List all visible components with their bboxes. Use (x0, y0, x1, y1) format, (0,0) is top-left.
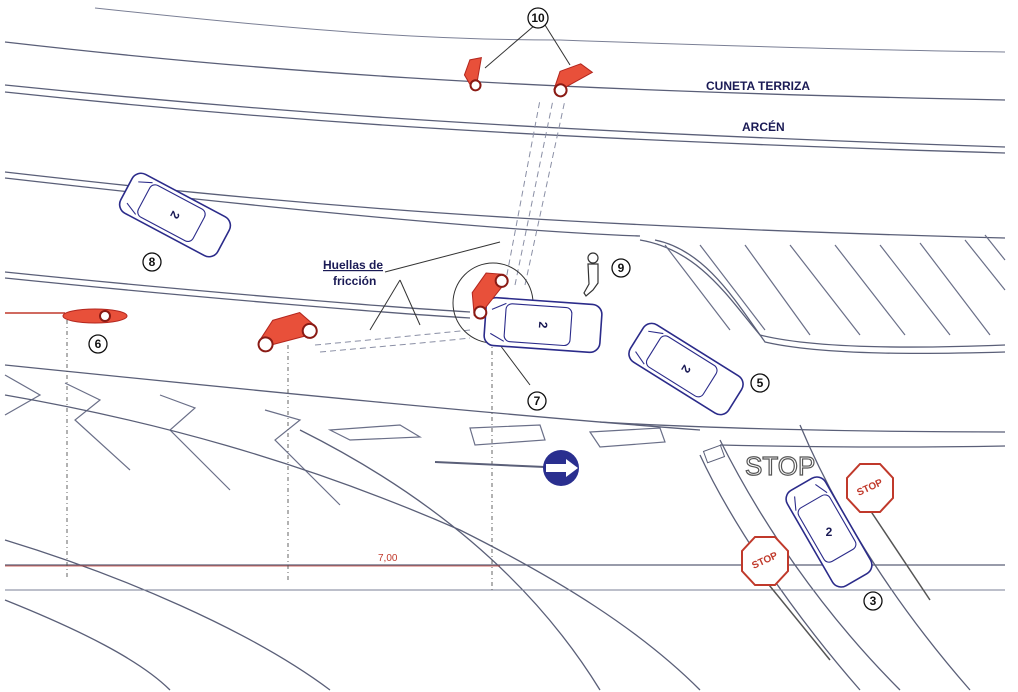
friction-marks-5 (524, 99, 566, 286)
marker-3-label: 3 (870, 594, 877, 608)
chevron-markings (4, 374, 666, 506)
motorcycle-final-1 (463, 57, 482, 92)
marker-6-label: 6 (95, 337, 102, 351)
friction-pointer-2 (369, 279, 401, 331)
zebra-hatching (664, 234, 1006, 336)
direction-sign-line (434, 461, 546, 468)
center-line-1 (4, 271, 471, 313)
arcen-edge-lower (4, 91, 1006, 154)
marker-5-label: 5 (757, 376, 764, 390)
marker-8-label: 8 (149, 255, 156, 269)
lower-road-1 (4, 394, 701, 691)
lower-road-4 (299, 429, 601, 691)
stop-sign-right: STOP (846, 463, 931, 601)
road-edge-south (4, 364, 701, 431)
car-3-number: 2 (826, 525, 833, 539)
friction-label-line-2: fricción (333, 274, 376, 288)
marker-10-pointer-1 (484, 24, 536, 69)
friction-marks-3 (504, 99, 541, 286)
motorcycle-impact (471, 272, 509, 320)
cuneta-edge (4, 41, 1006, 101)
marker-9-label: 9 (618, 261, 625, 275)
lower-road-3 (4, 599, 171, 691)
car-7-number: 2 (536, 321, 550, 329)
friction-marks-2 (319, 337, 471, 353)
cuneta-terriza-label: CUNETA TERRIZA (706, 79, 810, 93)
friction-marks-1 (314, 329, 471, 346)
road-edge-south-2 (599, 421, 1006, 433)
friction-pointer-3 (399, 279, 421, 326)
dimension-label: 7,00 (378, 553, 398, 564)
car-position-3: 2 (785, 476, 873, 588)
car-position-7: 2 (483, 296, 603, 354)
side-road-curve (639, 239, 1006, 348)
car-position-5: 2 (628, 322, 744, 416)
marker-6: 6 (88, 334, 108, 354)
lower-road-7 (799, 424, 971, 691)
arcen-edge-upper (4, 84, 1006, 148)
motorcycle-final-2 (553, 63, 594, 98)
road-stop-marking: STOP (745, 451, 815, 481)
friction-marks-4 (514, 99, 554, 286)
marker-10-pointer-2 (544, 24, 571, 66)
car-position-8: 2 (118, 172, 232, 258)
motorcycle-position-6 (5, 308, 128, 324)
terrain-edge (94, 7, 1006, 53)
pedestrian-icon (583, 252, 599, 297)
marker-10-label: 10 (531, 11, 545, 25)
marker-7: 7 (527, 391, 547, 411)
side-road-curve-2 (654, 239, 1006, 355)
marker-10: 10 (527, 7, 549, 29)
direction-sign (543, 450, 579, 486)
marker-9: 9 (611, 258, 631, 278)
marker-7-label: 7 (534, 394, 541, 408)
motorcycle-friction-start (257, 312, 318, 353)
island-marker (702, 444, 726, 464)
impact-pointer (499, 344, 531, 386)
friction-label-line-1: Huellas de (323, 258, 383, 272)
road-edge-north (4, 171, 1006, 239)
center-line-2 (4, 277, 471, 319)
arcen-label: ARCÉN (742, 119, 785, 134)
stop-sign-left: STOP (741, 536, 831, 661)
marker-5: 5 (750, 373, 770, 393)
marker-3: 3 (863, 591, 883, 611)
marker-8: 8 (142, 252, 162, 272)
friction-pointer-1 (384, 241, 501, 273)
road-edge-north-2 (4, 177, 641, 237)
lower-road-2 (4, 539, 331, 691)
road-edge-south-3 (719, 444, 1006, 448)
